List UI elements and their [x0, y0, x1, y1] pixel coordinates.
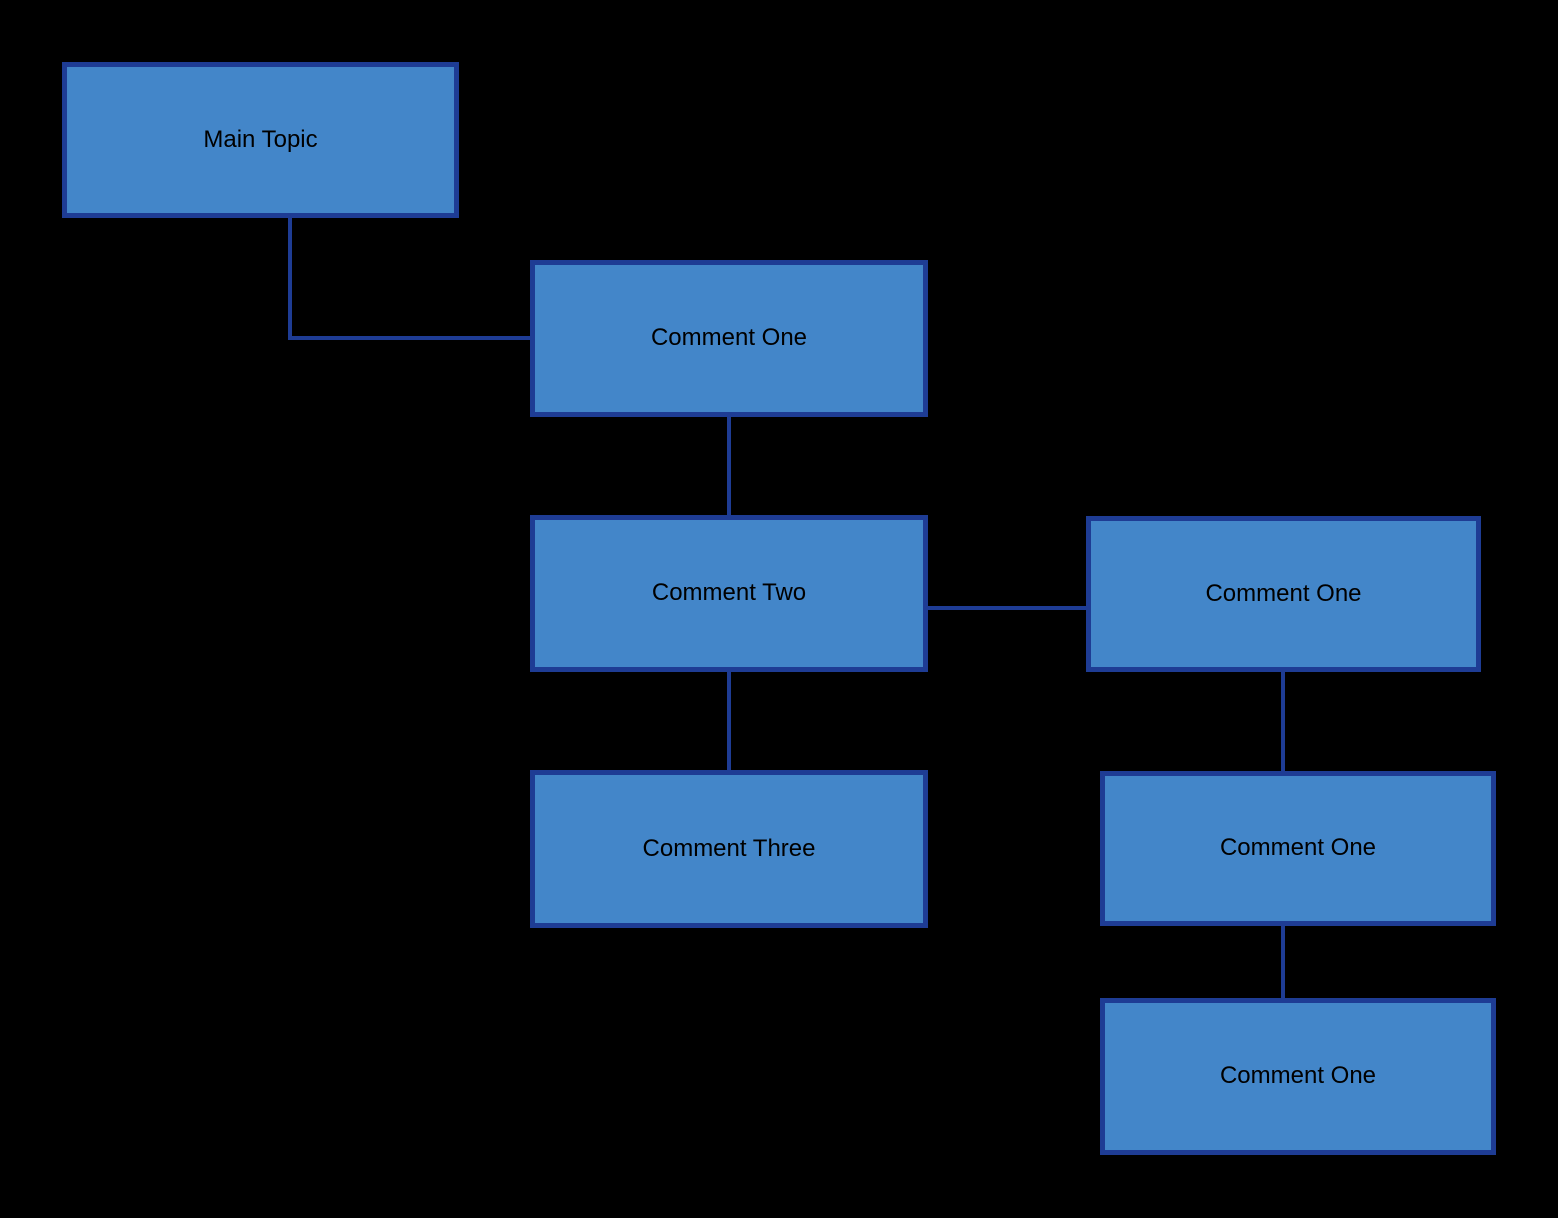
node-comment-two-label: Comment Two	[651, 579, 807, 607]
node-comment-three-label: Comment Three	[642, 834, 816, 862]
node-comment-three[interactable]: Comment Three	[530, 770, 928, 928]
node-main-topic[interactable]: Main Topic	[62, 62, 459, 218]
node-comment-one-right-middle[interactable]: Comment One	[1100, 771, 1496, 926]
node-comment-one-label: Comment One	[650, 324, 808, 352]
node-comment-one[interactable]: Comment One	[530, 260, 928, 417]
node-comment-one-right-top-label: Comment One	[1205, 579, 1362, 607]
connector-main-topic-to-comment-one	[288, 218, 530, 340]
node-comment-two[interactable]: Comment Two	[530, 515, 928, 672]
node-comment-one-right-top[interactable]: Comment One	[1086, 516, 1481, 672]
node-comment-one-right-middle-label: Comment One	[1219, 834, 1377, 862]
node-comment-one-right-bottom[interactable]: Comment One	[1100, 998, 1496, 1155]
node-main-topic-label: Main Topic	[203, 125, 318, 153]
node-comment-one-right-bottom-label: Comment One	[1219, 1062, 1377, 1090]
